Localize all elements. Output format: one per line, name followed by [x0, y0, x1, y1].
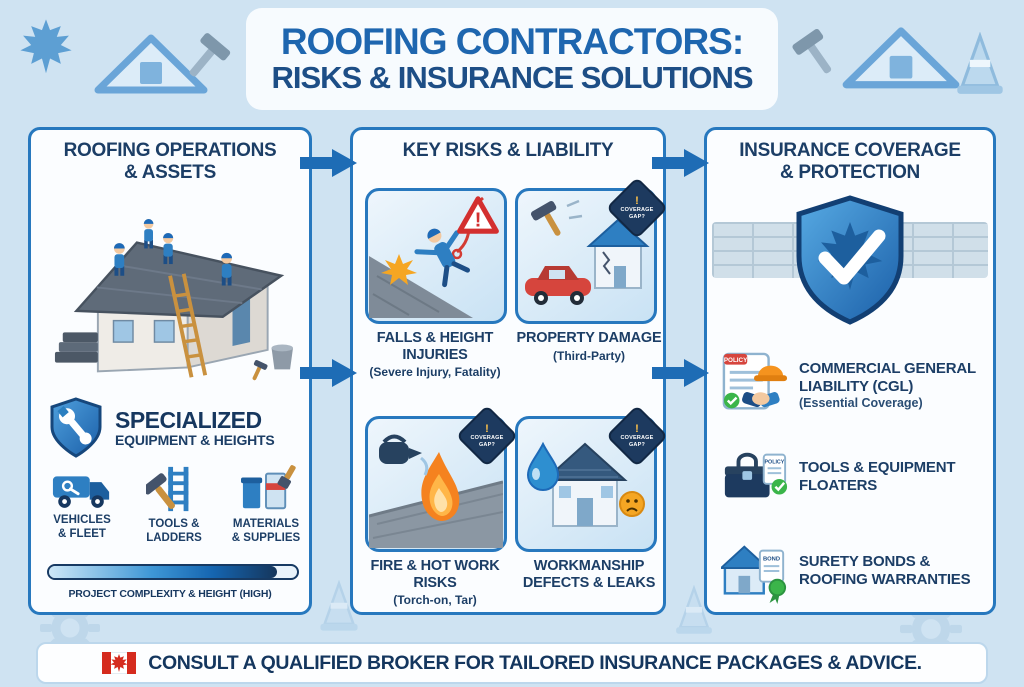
footer-banner: CONSULT A QUALIFIED BROKER FOR TAILORED …	[36, 642, 988, 684]
meter-label: PROJECT COMPLEXITY & HEIGHT (HIGH)	[68, 588, 272, 600]
asset-label: VEHICLES & FLEET	[53, 514, 111, 540]
toolbox-policy-icon: POLICY	[724, 452, 788, 498]
insurance-item-tools-floaters: POLICY TOOLS & EQUIPMENT FLOATERS	[721, 434, 985, 520]
flow-arrow-icon	[652, 149, 709, 177]
specialized-equipment-text: SPECIALIZED EQUIPMENT & HEIGHTS	[115, 408, 275, 448]
exclamation-icon: !	[485, 422, 489, 435]
truck-icon	[52, 476, 110, 508]
svg-text:POLICY: POLICY	[724, 357, 748, 364]
flow-arrow-icon	[300, 359, 357, 387]
page-title: ROOFING CONTRACTORS:	[280, 20, 744, 62]
risk-text-falls: FALLS & HEIGHT INJURIES (Severe Injury, …	[369, 330, 501, 380]
asset-materials-supplies: MATERIALS & SUPPLIES	[221, 464, 311, 546]
specialized-equipment-callout: SPECIALIZED EQUIPMENT & HEIGHTS	[47, 396, 275, 460]
insurance-item-surety-bonds: BOND SURETY BONDS & ROOFING WARRANTIES	[721, 528, 985, 614]
risk-card-falls: !	[365, 188, 507, 324]
risk-card-fire: ! COVERAGE GAP?	[365, 404, 519, 552]
svg-text:BOND: BOND	[763, 556, 780, 562]
project-complexity-meter	[47, 564, 299, 580]
panel-title-line1: INSURANCE COVERAGE	[739, 140, 961, 161]
property-damage-icon	[525, 199, 650, 305]
leak-icon	[526, 441, 645, 527]
house-outline-icon	[94, 34, 208, 94]
risk-text-fire: FIRE & HOT WORK RISKS (Torch-on, Tar)	[370, 558, 500, 608]
coverage-gap-badge: ! COVERAGE GAP?	[605, 404, 669, 468]
traffic-cone-icon	[676, 585, 712, 634]
materials-icon	[241, 465, 296, 510]
hammer-icon	[189, 33, 231, 77]
flow-arrow-icon	[300, 149, 357, 177]
shield-wrench-icon	[50, 397, 102, 458]
coverage-gap-badge: ! COVERAGE GAP?	[605, 176, 669, 240]
svg-text:POLICY: POLICY	[765, 459, 785, 465]
svg-text:!: !	[475, 209, 482, 232]
roofing-worksite-illustration	[54, 219, 293, 381]
risk-text-property-damage: PROPERTY DAMAGE (Third-Party)	[516, 330, 662, 363]
panel-title-line1: ROOFING OPERATIONS	[63, 140, 277, 161]
house-outline-icon	[842, 27, 960, 89]
maple-leaf-icon	[20, 19, 72, 74]
feature-subtitle: EQUIPMENT & HEIGHTS	[115, 432, 275, 449]
coverage-gap-badge: ! COVERAGE GAP?	[455, 404, 519, 468]
panel-roofing-operations: ROOFING OPERATIONS & ASSETS	[28, 127, 312, 615]
panel-title: INSURANCE COVERAGE & PROTECTION	[707, 140, 993, 184]
bond-house-icon: BOND	[721, 545, 787, 605]
risk-text-leaks: WORKMANSHIP DEFECTS & LEAKS	[522, 558, 656, 591]
page-subtitle: RISKS & INSURANCE SOLUTIONS	[271, 60, 753, 96]
asset-label: TOOLS & LADDERS	[146, 518, 202, 544]
panel-key-risks: KEY RISKS & LIABILITY	[350, 127, 669, 615]
panel-title-line2: & PROTECTION	[780, 161, 920, 183]
asset-label: MATERIALS & SUPPLIES	[231, 518, 301, 544]
asset-tools-ladders: TOOLS & LADDERS	[129, 464, 219, 546]
insurance-item-text: COMMERCIAL GENERAL LIABILITY (CGL) (Esse…	[799, 360, 976, 410]
insurance-item-text: TOOLS & EQUIPMENT FLOATERS	[799, 459, 956, 494]
panel-title-line2: & ASSETS	[124, 161, 216, 183]
traffic-cone-icon	[957, 32, 1003, 94]
tools-ladder-icon	[146, 466, 189, 512]
risk-card-property-damage: ! COVERAGE GAP?	[515, 176, 669, 324]
exclamation-icon: !	[635, 422, 639, 435]
panel-insurance-coverage: INSURANCE COVERAGE & PROTECTION POLICY	[704, 127, 996, 615]
insurance-item-cgl: POLICY COMMERCIAL GENERAL LIABILITY (CGL…	[721, 342, 985, 428]
panel-title: KEY RISKS & LIABILITY	[402, 140, 614, 161]
canada-flag-icon	[102, 652, 137, 674]
hammer-icon	[792, 28, 832, 74]
shield-check-icon	[796, 195, 904, 325]
exclamation-icon: !	[635, 194, 639, 207]
panel-title: ROOFING OPERATIONS & ASSETS	[31, 140, 309, 184]
warning-triangle-icon: !	[457, 196, 499, 234]
asset-vehicles-fleet: VEHICLES & FLEET	[37, 464, 127, 542]
footer-text: CONSULT A QUALIFIED BROKER FOR TAILORED …	[148, 651, 922, 674]
flow-arrow-icon	[652, 359, 709, 387]
risk-card-leaks: ! COVERAGE GAP?	[515, 404, 669, 552]
meter-fill	[49, 566, 278, 578]
fire-risk-icon	[369, 434, 503, 548]
policy-handshake-icon: POLICY	[722, 352, 788, 410]
insurance-item-text: SURETY BONDS & ROOFING WARRANTIES	[799, 553, 971, 588]
traffic-cone-icon	[320, 580, 358, 631]
header-title-box: ROOFING CONTRACTORS: RISKS & INSURANCE S…	[246, 8, 778, 110]
feature-title: SPECIALIZED	[115, 406, 262, 433]
